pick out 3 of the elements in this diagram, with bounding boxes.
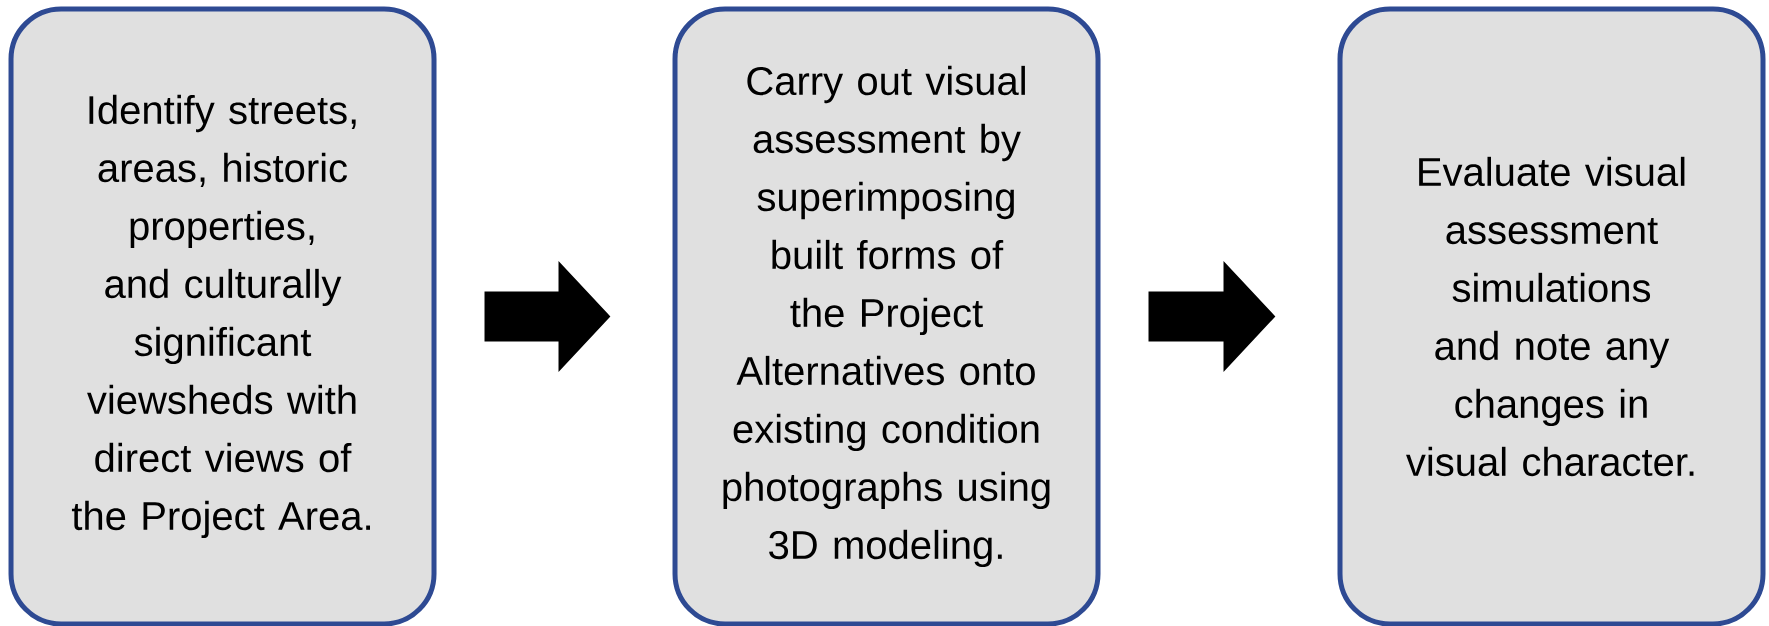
process-box: Identify streets, areas, historic properties, and culturally significant viewsheds with direct views of the Project Area. (8, 6, 437, 626)
process-box: Carry out visual assessment by superimposing built forms of the Project Alternatives onto existing condition photographs using 3D modeling. (672, 6, 1101, 626)
process-box: Evaluate visual assessment simulations and note any changes in visual character. (1337, 6, 1766, 626)
